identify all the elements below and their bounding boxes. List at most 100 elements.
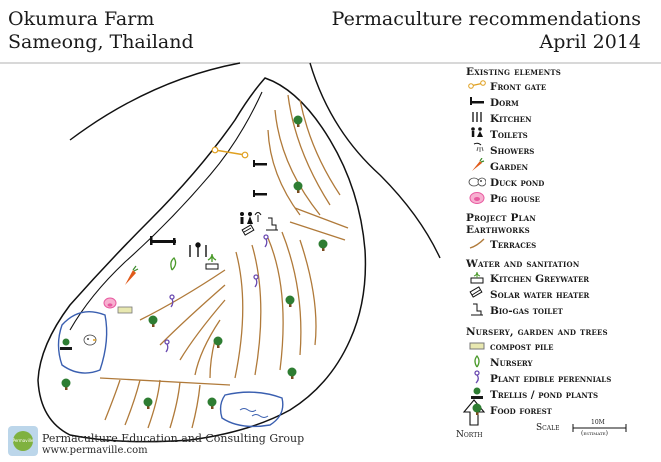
scale-distance: 10M — [591, 419, 605, 426]
legend-item-label: Duck pond — [490, 177, 545, 189]
biogas-toilet-icon — [266, 217, 278, 231]
pond-water-marks — [239, 408, 269, 418]
terrace-line — [267, 237, 284, 371]
terrace-line — [251, 244, 262, 376]
bed-icon — [150, 236, 176, 245]
legend-item-label: Trellis / pond plants — [490, 389, 599, 401]
compost-icon — [468, 338, 490, 354]
legend-item: Garden — [466, 157, 656, 174]
perennial-icon — [253, 274, 259, 288]
terrace-line — [267, 129, 301, 216]
legend-item: Duck pond — [466, 174, 656, 190]
legend-item-label: Nursery — [490, 357, 533, 369]
legend-item: Nursery — [466, 354, 656, 370]
legend-item: Dorm — [466, 94, 656, 110]
utensils-icon — [189, 242, 207, 257]
bed-icon — [253, 160, 267, 167]
legend-item: Bio-gas toilet — [466, 302, 656, 318]
duck-icon — [468, 174, 490, 190]
tree-icon — [285, 295, 295, 307]
tree-icon — [287, 367, 297, 379]
greywater-tank — [205, 263, 219, 270]
sprout-icon — [468, 354, 490, 370]
legend-section-title: Existing elements — [466, 66, 562, 78]
bed-icon — [253, 190, 267, 197]
terrace-line — [194, 319, 221, 376]
legend-item-label: Kitchen Greywater — [490, 273, 590, 285]
legend-item: Showers — [466, 142, 656, 158]
legend-item-label: Showers — [490, 145, 535, 157]
legend-item: compost pile — [466, 338, 656, 354]
footer-org: Permaculture Education and Consulting Gr… — [42, 432, 305, 445]
terrace-line — [139, 269, 226, 321]
terrace-line — [191, 384, 201, 429]
legend-item-label: compost pile — [490, 341, 554, 353]
solar-heater-icon — [241, 224, 255, 236]
inner-road — [69, 91, 263, 331]
legend-item-label: Garden — [490, 161, 529, 173]
toilet-people-icon — [240, 212, 253, 224]
terrace-line — [124, 379, 141, 426]
perennial-icon — [263, 234, 269, 248]
logo-text: Permaville — [12, 438, 34, 443]
compost-icon — [117, 306, 133, 314]
terrace-line — [99, 377, 231, 386]
legend-item: Pig house — [466, 190, 656, 206]
tree-icon — [468, 402, 490, 418]
road-line — [309, 62, 441, 259]
terrace-line — [287, 94, 331, 206]
terrace-line — [147, 379, 161, 429]
terrace-line — [179, 299, 226, 361]
scale-note: (estimate) — [581, 430, 608, 437]
farm-location: Sameong, Thailand — [8, 31, 194, 53]
legend-item-label: Front gate — [490, 81, 547, 93]
legend-section-title: Water and sanitation — [466, 258, 580, 270]
biogas-toilet-icon — [468, 302, 490, 318]
legend-item-label: Toilets — [490, 129, 528, 141]
scale-label: Scale — [536, 423, 560, 433]
pond — [219, 391, 284, 428]
legend-item: Plant edible perennials — [466, 370, 656, 386]
legend-section-title: Project Plan Earthworks — [466, 212, 536, 236]
scale-bar — [572, 424, 627, 432]
pig-icon — [103, 297, 117, 309]
shower-icon — [254, 212, 262, 222]
legend-item: Toilets — [466, 126, 656, 142]
legend-item: Food forest — [466, 402, 656, 418]
property-boundary — [37, 77, 367, 443]
legend-item: Terraces — [466, 236, 656, 252]
legend-item-label: Terraces — [490, 239, 537, 251]
toilet-people-icon — [468, 126, 490, 142]
legend-item-label: Food forest — [490, 405, 552, 417]
pig-icon — [468, 190, 490, 206]
bed-icon — [468, 94, 490, 110]
perennial-icon — [468, 370, 490, 386]
tree-icon — [213, 336, 223, 348]
perennial-icon — [169, 294, 175, 308]
tree-icon — [207, 397, 217, 409]
farm-name: Okumura Farm — [8, 8, 155, 30]
footer-url[interactable]: www.permaville.com — [42, 445, 148, 456]
tree-icon — [143, 397, 153, 409]
legend-item: Front gate — [466, 78, 656, 94]
north-label: North — [456, 430, 483, 440]
shower-icon — [468, 142, 490, 158]
solar-heater-icon — [468, 286, 490, 302]
permaville-logo: Permaville — [8, 426, 38, 456]
legend-item: Kitchen Greywater — [466, 270, 656, 286]
tree-icon — [293, 115, 303, 127]
nursery-plants — [170, 253, 217, 271]
tree-icon — [148, 315, 158, 327]
legend-item: Solar water heater — [466, 286, 656, 302]
gate-icon — [468, 78, 490, 94]
food-forest — [61, 115, 328, 409]
terrace-line — [104, 379, 121, 421]
tree-icon — [318, 239, 328, 251]
terrace-line — [159, 284, 226, 346]
terrace-line — [294, 207, 349, 229]
legend-item: Kitchen — [466, 110, 656, 126]
perennial-plants — [164, 234, 269, 353]
terrace-line — [281, 231, 302, 356]
legend-item: Trellis / pond plants — [466, 386, 656, 402]
